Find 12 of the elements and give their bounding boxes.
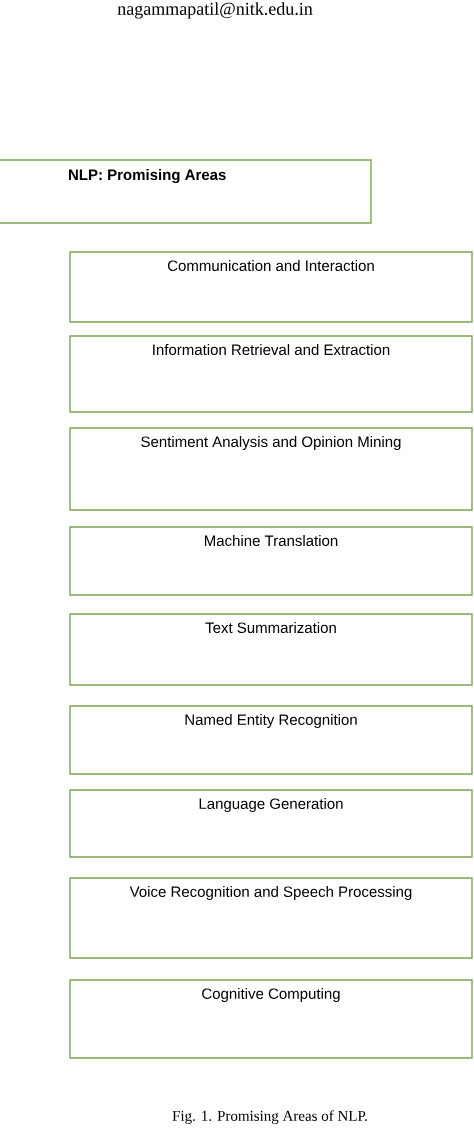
area-box: Text Summarization	[69, 613, 473, 686]
area-box: Voice Recognition and Speech Processing	[69, 877, 473, 959]
area-box: Information Retrieval and Extraction	[69, 335, 473, 413]
area-box: Cognitive Computing	[69, 979, 473, 1059]
caption: Fig. 1. Promising Areas of NLP.	[172, 1110, 367, 1124]
area-box: Language Generation	[69, 789, 473, 858]
heading-box: NLP: Promising Areas	[0, 159, 372, 224]
area-box: Machine Translation	[69, 526, 473, 596]
email-address: nagammapatil@nitk.edu.in	[117, 2, 313, 19]
area-box: Sentiment Analysis and Opinion Mining	[69, 427, 473, 511]
area-box: Named Entity Recognition	[69, 705, 473, 775]
area-box: Communication and Interaction	[69, 251, 473, 323]
